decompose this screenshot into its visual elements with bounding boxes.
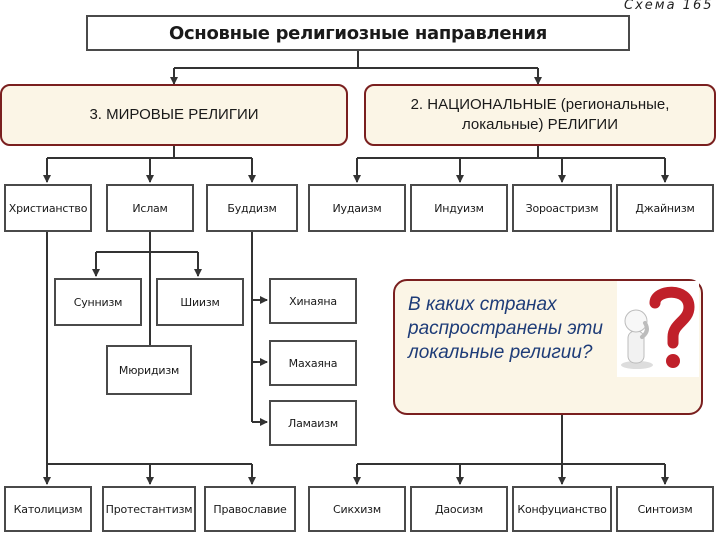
religion-jainism: Джайнизм [616,184,714,232]
branch-lamaism: Ламаизм [269,400,357,446]
question-mark-icon [617,281,699,377]
question-callout: В каких странах распространены эти локал… [393,279,703,415]
branch-sunnism: Суннизм [54,278,142,326]
national-religions-box: 2. НАЦИОНАЛЬНЫЕ (региональные, локальные… [364,84,716,146]
question-text: В каких странах распространены эти локал… [408,294,603,363]
religion-buddhism: Буддизм [206,184,298,232]
branch-mahayana: Махаяна [269,340,357,386]
religion-judaism: Иудаизм [308,184,406,232]
religion-catholicism: Католицизм [4,486,92,532]
world-religions-box: 3. МИРОВЫЕ РЕЛИГИИ [0,84,348,146]
religion-hinduism: Индуизм [410,184,508,232]
national-religions-label: 2. НАЦИОНАЛЬНЫЕ (региональные, локальные… [410,96,670,133]
religion-protestantism: Протестантизм [102,486,196,532]
religion-islam: Ислам [106,184,194,232]
religion-taoism: Даосизм [410,486,508,532]
branch-hinayana: Хинаяна [269,278,357,324]
religion-shintoism: Синтоизм [616,486,714,532]
religion-orthodoxy: Православие [204,486,296,532]
religion-sikhism: Сикхизм [308,486,406,532]
religion-confucianism: Конфуцианство [512,486,612,532]
branch-muridism: Мюридизм [106,345,192,395]
diagram-title: Основные религиозные направления [86,15,630,51]
religion-christianity: Христианство [4,184,92,232]
world-religions-label: 3. МИРОВЫЕ РЕЛИГИИ [89,106,259,123]
religion-zoroastrianism: Зороастризм [512,184,612,232]
scheme-number: Схема 165 [624,0,714,13]
branch-shiism: Шиизм [156,278,244,326]
